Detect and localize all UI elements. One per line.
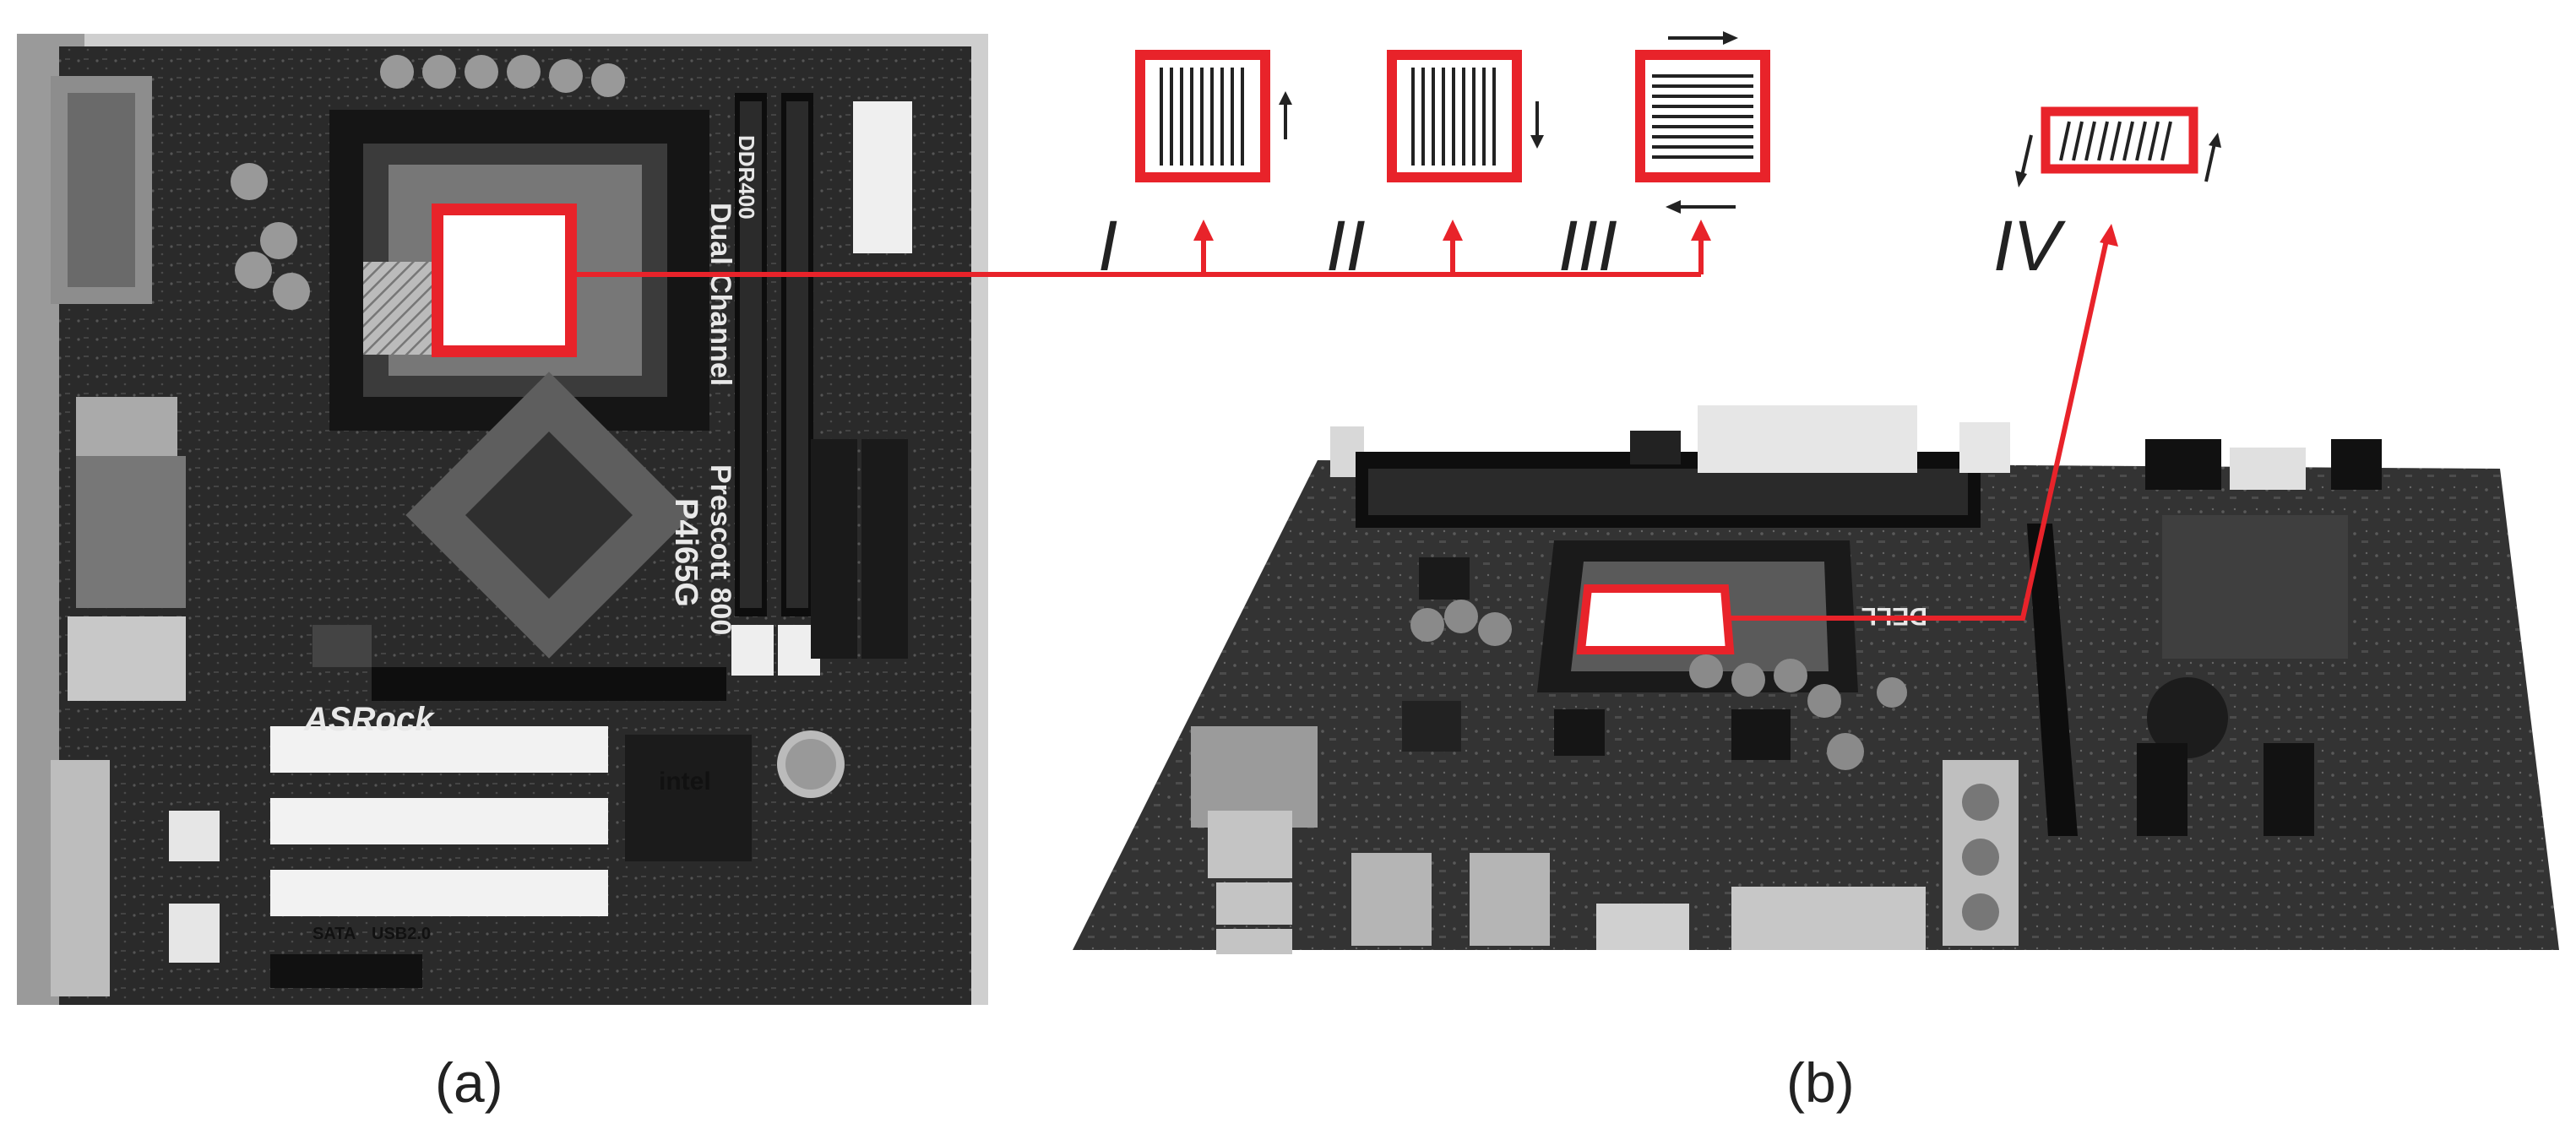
scan-pattern-3: III [1558, 31, 1770, 285]
board-a-ddr-label: DDR400 [734, 135, 759, 220]
board-a-dual-channel-label: Dual Channel [704, 203, 736, 386]
connector-lines [571, 236, 2110, 621]
scan-label-4: IV [1993, 206, 2066, 285]
scan-label-1: I [1098, 206, 1117, 285]
board-a-usb-label: USB2.0 [372, 925, 431, 943]
arrow-down-icon [1530, 101, 1544, 149]
cpu-highlight-box-a [432, 204, 577, 357]
board-a-chip-brand-label: intel [659, 768, 711, 795]
board-a-sata-label: SATA [312, 925, 356, 943]
panel-label-a: (a) [435, 1051, 503, 1114]
connector-arrowheads [1193, 220, 2118, 247]
arrow-left-icon [1666, 200, 1736, 214]
arrow-up-icon [1279, 91, 1292, 139]
scan-label-3: III [1558, 206, 1617, 285]
arrow-right-icon [1668, 31, 1738, 45]
cpu-highlight-box-b [1576, 584, 1735, 654]
board-a-brand-label: ASRock [303, 701, 435, 738]
motherboard-a-photo: DDR400 Dual Channel Prescott 800 P4i65G … [17, 34, 988, 1005]
board-a-prescott-label: Prescott 800 [704, 464, 736, 635]
scan-box-4 [2041, 106, 2198, 174]
panel-label-b: (b) [1786, 1051, 1855, 1114]
scan-pattern-2: II [1326, 50, 1544, 285]
arrow-down-left-icon [2015, 134, 2033, 187]
scan-pattern-1: I [1098, 50, 1292, 285]
arrow-up-right-icon [2204, 133, 2221, 182]
board-a-model-label: P4i65G [668, 498, 704, 607]
scan-label-2: II [1326, 206, 1366, 285]
scan-pattern-4: IV [1993, 106, 2221, 285]
motherboard-b-photo: DELL [1073, 405, 2559, 954]
